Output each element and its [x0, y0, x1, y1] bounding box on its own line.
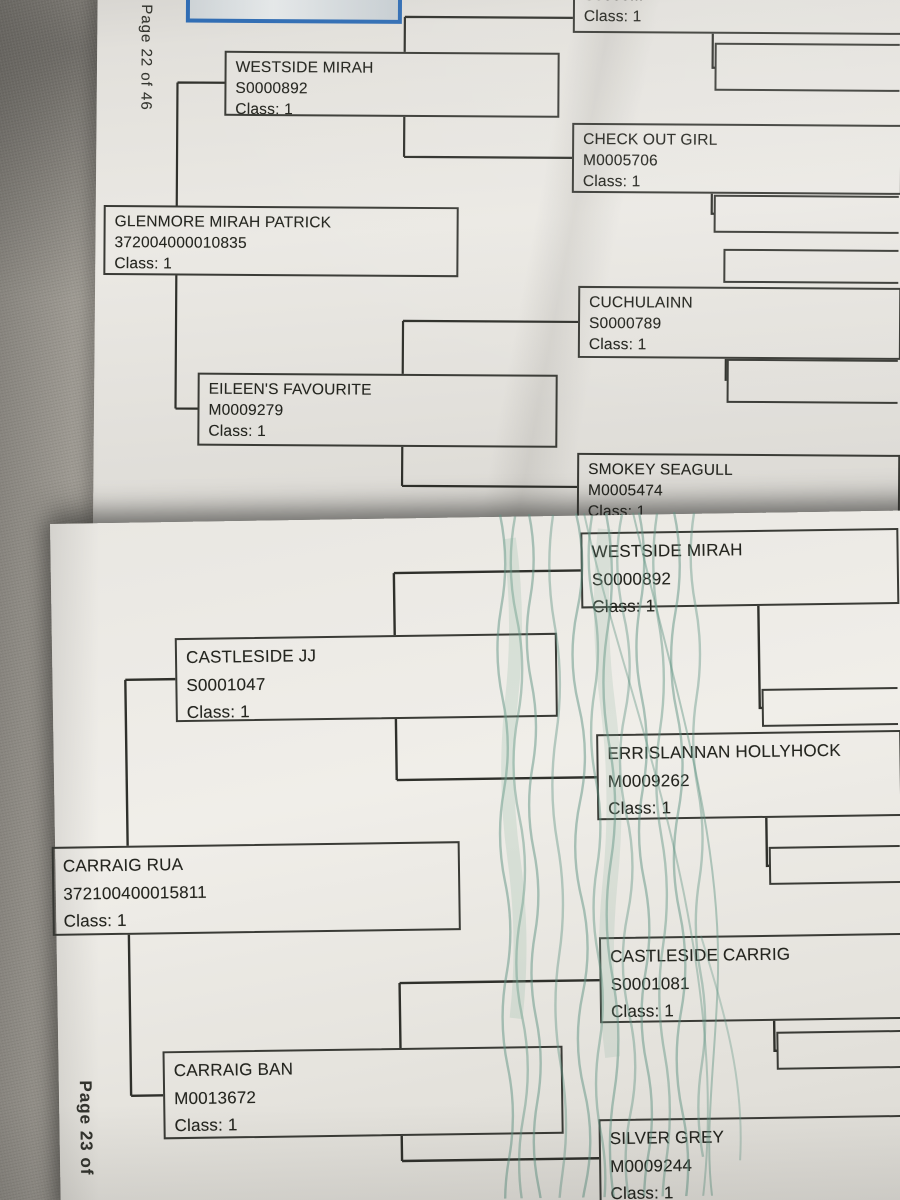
pedigree-box-silver-grey: SILVER GREY M0009244 Class: 1 — [598, 1114, 900, 1200]
animal-reg-number: M0009262 — [607, 770, 690, 791]
pedigree-box-carraig-rua: CARRAIG RUA 372100400015811 Class: 1 — [51, 841, 461, 936]
animal-class: Class: 1 — [174, 1115, 238, 1136]
animal-name: WESTSIDE MIRAH — [591, 540, 743, 562]
animal-class: Class: 1 — [63, 910, 127, 931]
animal-class: Class: 1 — [186, 702, 250, 722]
pedigree-box-castleside-jj: CASTLESIDE JJ S0001047 Class: 1 — [174, 632, 558, 723]
pedigree-box-fragment — [776, 1029, 900, 1070]
pedigree-box-fragment — [768, 844, 900, 885]
animal-class: Class: 1 — [610, 1183, 674, 1200]
animal-reg-number: M0009244 — [610, 1155, 693, 1176]
page-number-label-23: Page 23 of — [75, 1080, 97, 1176]
pedigree-box-carraig-ban: CARRAIG BAN M0013672 Class: 1 — [162, 1045, 564, 1140]
pedigree-box-westside-mirah: WESTSIDE MIRAH S0000892 Class: 1 — [580, 528, 900, 616]
animal-class: Class: 1 — [592, 596, 656, 617]
animal-class: Class: 1 — [610, 1001, 675, 1022]
pedigree-box-errislannan-hollyhock: ERRISLANNAN HOLLYHOCK M0009262 Class: 1 — [596, 729, 900, 821]
animal-reg-number: S0001081 — [610, 973, 690, 994]
animal-name: SILVER GREY — [609, 1127, 725, 1149]
animal-name: CASTLESIDE CARRIG — [610, 944, 791, 967]
animal-reg-number: S0000892 — [591, 568, 672, 589]
pedigree-box-castleside-carrig: CASTLESIDE CARRIG S0001081 Class: 1 — [598, 932, 900, 1024]
pedigree-box-fragment — [761, 686, 900, 727]
animal-class: Class: 1 — [608, 798, 672, 819]
animal-name: ERRISLANNAN HOLLYHOCK — [607, 740, 841, 764]
